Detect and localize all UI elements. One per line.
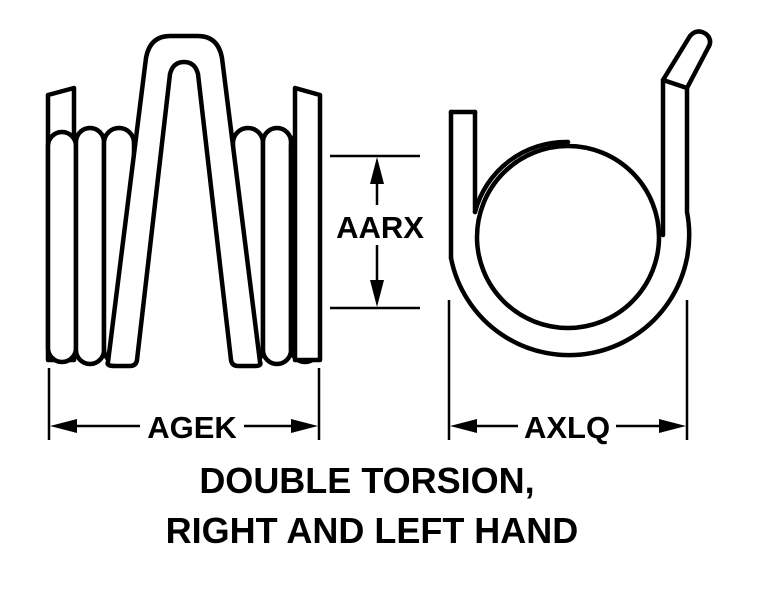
right-tang	[660, 29, 713, 238]
left-width-arrow-right	[291, 419, 318, 433]
caption-line-1: DOUBLE TORSION,	[199, 460, 534, 501]
caption-line-2: RIGHT AND LEFT HAND	[166, 510, 579, 551]
left-width-arrow-left	[50, 419, 77, 433]
coil-inner-edge	[472, 139, 571, 215]
left-coil-2	[73, 125, 107, 367]
height-arrow-up	[370, 157, 384, 184]
inner-coil	[474, 143, 662, 331]
right-width-arrow-right	[659, 419, 686, 433]
right-width-arrow-left	[450, 419, 477, 433]
width-dimension-right: AXLQ	[447, 300, 689, 445]
left-coil-1	[45, 129, 79, 365]
center-loop	[105, 33, 263, 369]
right-outer-leg	[292, 85, 323, 363]
right-width-label: AXLQ	[524, 410, 610, 445]
height-label: AARX	[336, 210, 424, 245]
right-coil-2	[260, 125, 294, 367]
spring-end-view	[448, 29, 713, 358]
height-arrow-down	[370, 280, 384, 307]
outer-coil	[448, 85, 692, 358]
spring-side-view	[45, 33, 323, 369]
left-width-label: AGEK	[147, 410, 237, 445]
right-tang-join	[660, 77, 690, 91]
width-dimension-left: AGEK	[47, 368, 321, 445]
height-dimension: AARX	[330, 154, 424, 310]
